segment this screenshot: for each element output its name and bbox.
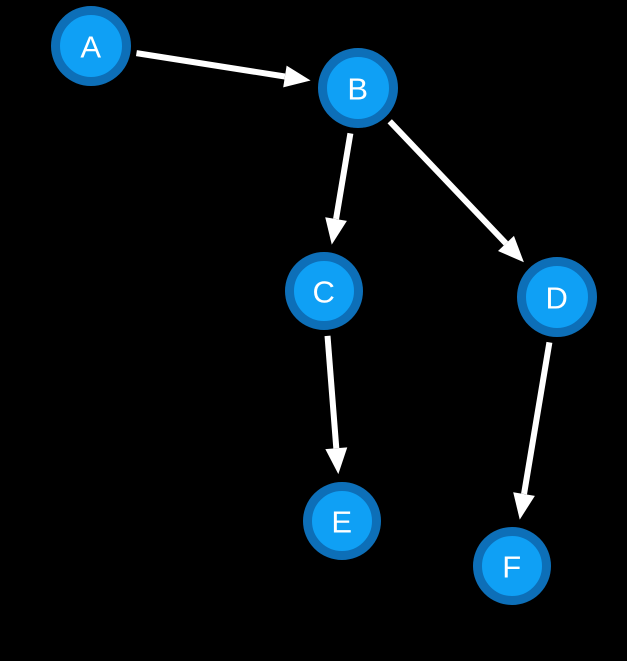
arrowhead-icon xyxy=(325,217,347,245)
edge-line xyxy=(135,50,286,80)
arrowhead-icon xyxy=(498,235,524,263)
node-circle xyxy=(517,257,597,337)
arrowhead-icon xyxy=(513,492,535,520)
edge-c-to-e[interactable] xyxy=(324,335,348,475)
graph-node-b[interactable]: B xyxy=(318,48,398,128)
edge-a-to-b[interactable] xyxy=(135,50,311,88)
graph-node-f[interactable]: F xyxy=(473,527,551,605)
graph-node-c[interactable]: C xyxy=(285,252,363,330)
node-circle xyxy=(285,252,363,330)
nodes-layer: A B C D E F xyxy=(51,6,597,605)
node-circle xyxy=(51,6,131,86)
arrowhead-icon xyxy=(283,65,311,88)
edge-line xyxy=(387,119,509,246)
edge-b-to-d[interactable] xyxy=(387,119,524,263)
edges-layer xyxy=(135,50,553,520)
graph-node-d[interactable]: D xyxy=(517,257,597,337)
node-circle xyxy=(318,48,398,128)
arrowhead-icon xyxy=(325,447,348,475)
edge-line xyxy=(333,132,354,220)
node-circle xyxy=(303,482,381,560)
edge-d-to-f[interactable] xyxy=(513,341,553,520)
edge-b-to-c[interactable] xyxy=(325,132,354,245)
graph-node-a[interactable]: A xyxy=(51,6,131,86)
graph-node-e[interactable]: E xyxy=(303,482,381,560)
edge-line xyxy=(521,341,553,495)
edge-line xyxy=(324,335,340,449)
node-circle xyxy=(473,527,551,605)
